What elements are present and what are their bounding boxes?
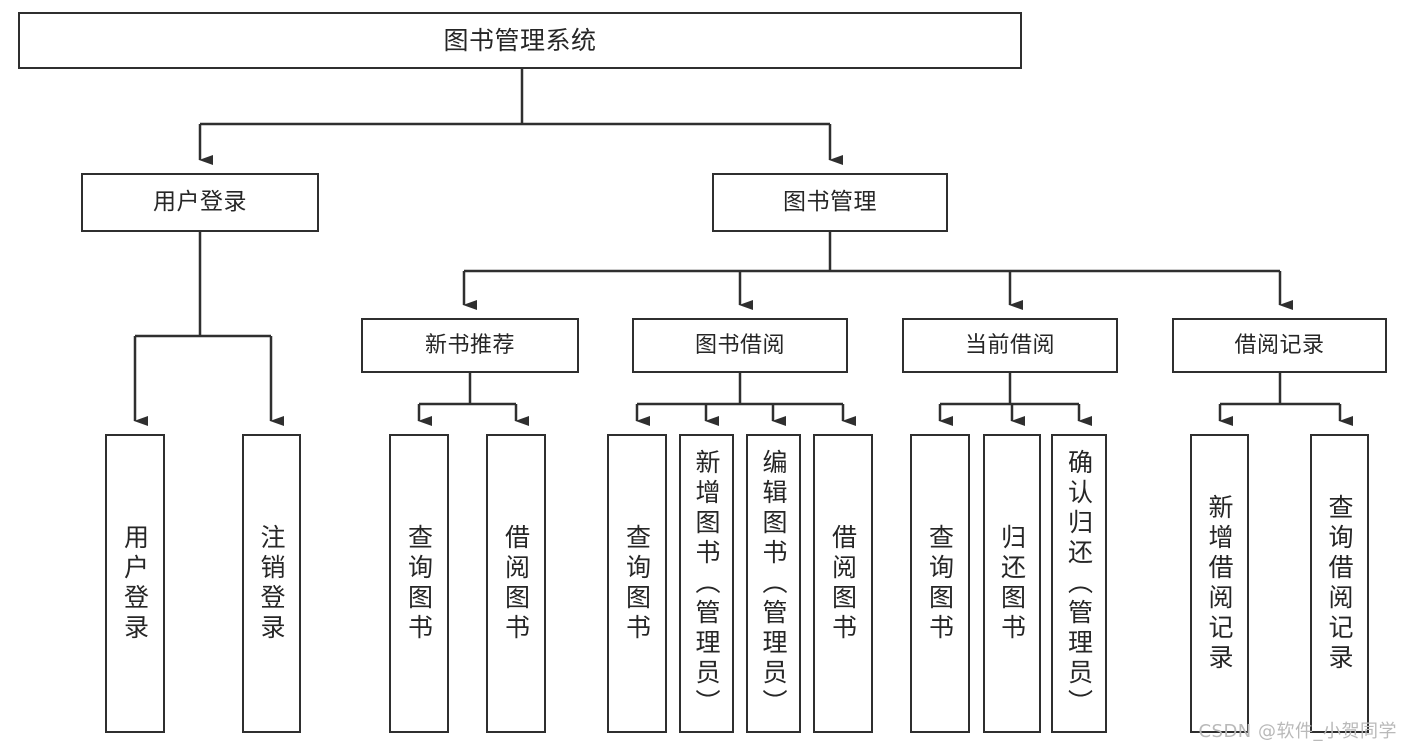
node-leaf-confirm-return-admin-label: 确认归还（管理员） bbox=[1064, 448, 1094, 719]
node-book-management[interactable]: 图书管理 bbox=[712, 173, 948, 232]
node-leaf-borrow-book-1-label: 借阅图书 bbox=[501, 523, 531, 644]
node-leaf-query-borrow-record-label: 查询借阅记录 bbox=[1325, 493, 1354, 674]
node-leaf-add-book-admin[interactable]: 新增图书（管理员） bbox=[679, 434, 734, 733]
node-borrow-record-label: 借阅记录 bbox=[1234, 332, 1325, 358]
node-borrow-record[interactable]: 借阅记录 bbox=[1172, 318, 1387, 373]
node-leaf-query-book-3[interactable]: 查询图书 bbox=[910, 434, 970, 733]
node-leaf-return-book[interactable]: 归还图书 bbox=[983, 434, 1041, 733]
node-leaf-edit-book-admin[interactable]: 编辑图书（管理员） bbox=[746, 434, 801, 733]
node-leaf-query-book-3-label: 查询图书 bbox=[925, 523, 955, 644]
node-leaf-query-book-1-label: 查询图书 bbox=[404, 523, 434, 644]
node-leaf-borrow-book-2-label: 借阅图书 bbox=[828, 523, 858, 644]
node-leaf-query-borrow-record[interactable]: 查询借阅记录 bbox=[1310, 434, 1369, 733]
node-leaf-logout-login[interactable]: 注销登录 bbox=[242, 434, 301, 733]
node-user-login[interactable]: 用户登录 bbox=[81, 173, 319, 232]
node-root-label: 图书管理系统 bbox=[443, 25, 597, 55]
node-leaf-borrow-book-1[interactable]: 借阅图书 bbox=[486, 434, 546, 733]
node-leaf-user-login-label: 用户登录 bbox=[120, 523, 150, 644]
node-leaf-add-book-admin-label: 新增图书（管理员） bbox=[692, 448, 721, 719]
node-leaf-borrow-book-2[interactable]: 借阅图书 bbox=[813, 434, 873, 733]
node-new-book-recommend-label: 新书推荐 bbox=[424, 332, 515, 358]
node-book-borrow[interactable]: 图书借阅 bbox=[632, 318, 848, 373]
node-leaf-edit-book-admin-label: 编辑图书（管理员） bbox=[759, 448, 788, 719]
node-new-book-recommend[interactable]: 新书推荐 bbox=[361, 318, 579, 373]
node-current-borrow[interactable]: 当前借阅 bbox=[902, 318, 1118, 373]
node-leaf-add-borrow-record[interactable]: 新增借阅记录 bbox=[1190, 434, 1249, 733]
node-leaf-return-book-label: 归还图书 bbox=[997, 523, 1027, 644]
watermark-text: CSDN @软件_小贺同学 bbox=[1198, 721, 1397, 742]
node-leaf-user-login[interactable]: 用户登录 bbox=[105, 434, 165, 733]
node-current-borrow-label: 当前借阅 bbox=[964, 332, 1055, 358]
node-leaf-confirm-return-admin[interactable]: 确认归还（管理员） bbox=[1051, 434, 1107, 733]
node-book-borrow-label: 图书借阅 bbox=[694, 332, 785, 358]
node-leaf-query-book-2[interactable]: 查询图书 bbox=[607, 434, 667, 733]
node-leaf-logout-login-label: 注销登录 bbox=[257, 523, 286, 644]
node-leaf-query-book-1[interactable]: 查询图书 bbox=[389, 434, 449, 733]
node-user-login-label: 用户登录 bbox=[153, 188, 247, 215]
node-leaf-add-borrow-record-label: 新增借阅记录 bbox=[1205, 493, 1234, 674]
node-book-management-label: 图书管理 bbox=[783, 188, 877, 215]
node-leaf-query-book-2-label: 查询图书 bbox=[622, 523, 652, 644]
node-root[interactable]: 图书管理系统 bbox=[18, 12, 1022, 69]
